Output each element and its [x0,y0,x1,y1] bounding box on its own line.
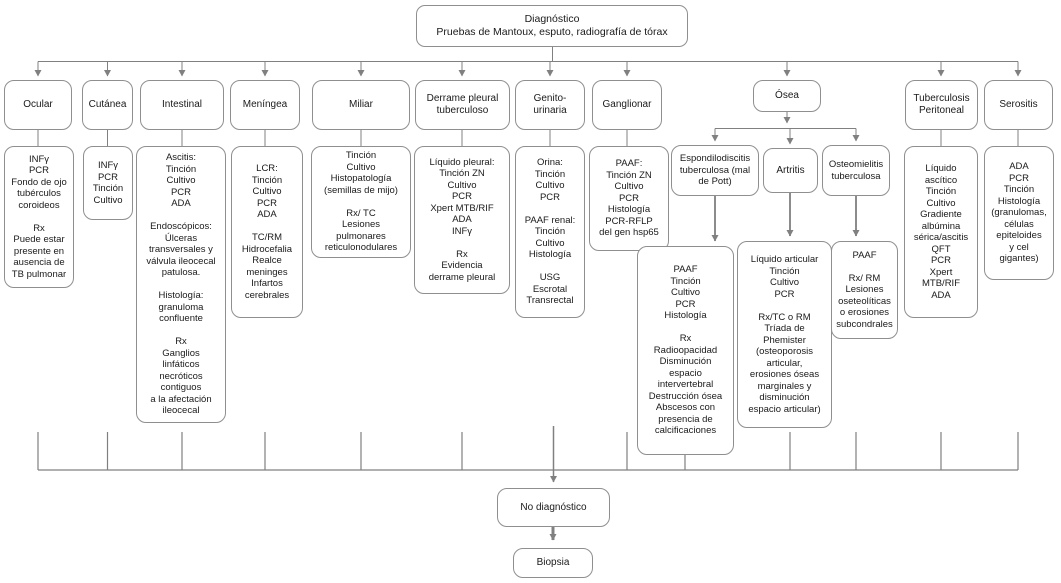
detail-ocular: INFγ PCR Fondo de ojo tubérculos coroide… [4,146,74,288]
detail-genitourinaria: Orina: Tinción Cultivo PCR PAAF renal: T… [515,146,585,318]
node-biopsia: Biopsia [513,548,593,578]
node-diagnostico: Diagnóstico Pruebas de Mantoux, esputo, … [416,5,688,47]
node-no-diagnostico: No diagnóstico [497,488,610,527]
detail-intestinal: Ascitis: Tinción Cultivo PCR ADA Endoscó… [136,146,226,423]
node-ganglionar: Ganglionar [592,80,662,130]
node-osea: Ósea [753,80,821,112]
detail-serositis: ADA PCR Tinción Histología (granulomas, … [984,146,1054,280]
node-tuberculosis-peritoneal: Tuberculosis Peritoneal [905,80,978,130]
detail-cutanea: INFγ PCR Tinción Cultivo [83,146,133,220]
detail-osteomielitis: PAAF Rx/ RM Lesiones oseteolíticas o ero… [831,241,898,339]
detail-meningea: LCR: Tinción Cultivo PCR ADA TC/RM Hidro… [231,146,303,318]
detail-espondilodiscitis: PAAF Tinción Cultivo PCR Histología Rx R… [637,246,734,455]
node-intestinal: Intestinal [140,80,224,130]
node-meningea: Meníngea [230,80,300,130]
node-miliar: Miliar [312,80,410,130]
detail-ganglionar: PAAF: Tinción ZN Cultivo PCR Histología … [589,146,669,251]
diagnostico-subtitle: Pruebas de Mantoux, esputo, radiografía … [436,26,668,38]
detail-artritis: Líquido articular Tinción Cultivo PCR Rx… [737,241,832,428]
detail-tuberculosis-peritoneal: Líquido ascítico Tinción Cultivo Gradien… [904,146,978,318]
node-serositis: Serositis [984,80,1053,130]
node-osteomielitis: Osteomielitis tuberculosa [822,145,890,196]
node-espondilodiscitis: Espondilodiscitis tuberculosa (mal de Po… [671,145,759,196]
node-derrame-pleural: Derrame pleural tuberculoso [415,80,510,130]
detail-derrame-pleural: Líquido pleural: Tinción ZN Cultivo PCR … [414,146,510,294]
diagnostico-title: Diagnóstico [524,13,580,25]
node-genitourinaria: Genito-urinaria [515,80,585,130]
node-artritis: Artritis [763,148,818,193]
detail-miliar: Tinción Cultivo Histopatología (semillas… [311,146,411,258]
node-ocular: Ocular [4,80,72,130]
node-cutanea: Cutánea [82,80,133,130]
